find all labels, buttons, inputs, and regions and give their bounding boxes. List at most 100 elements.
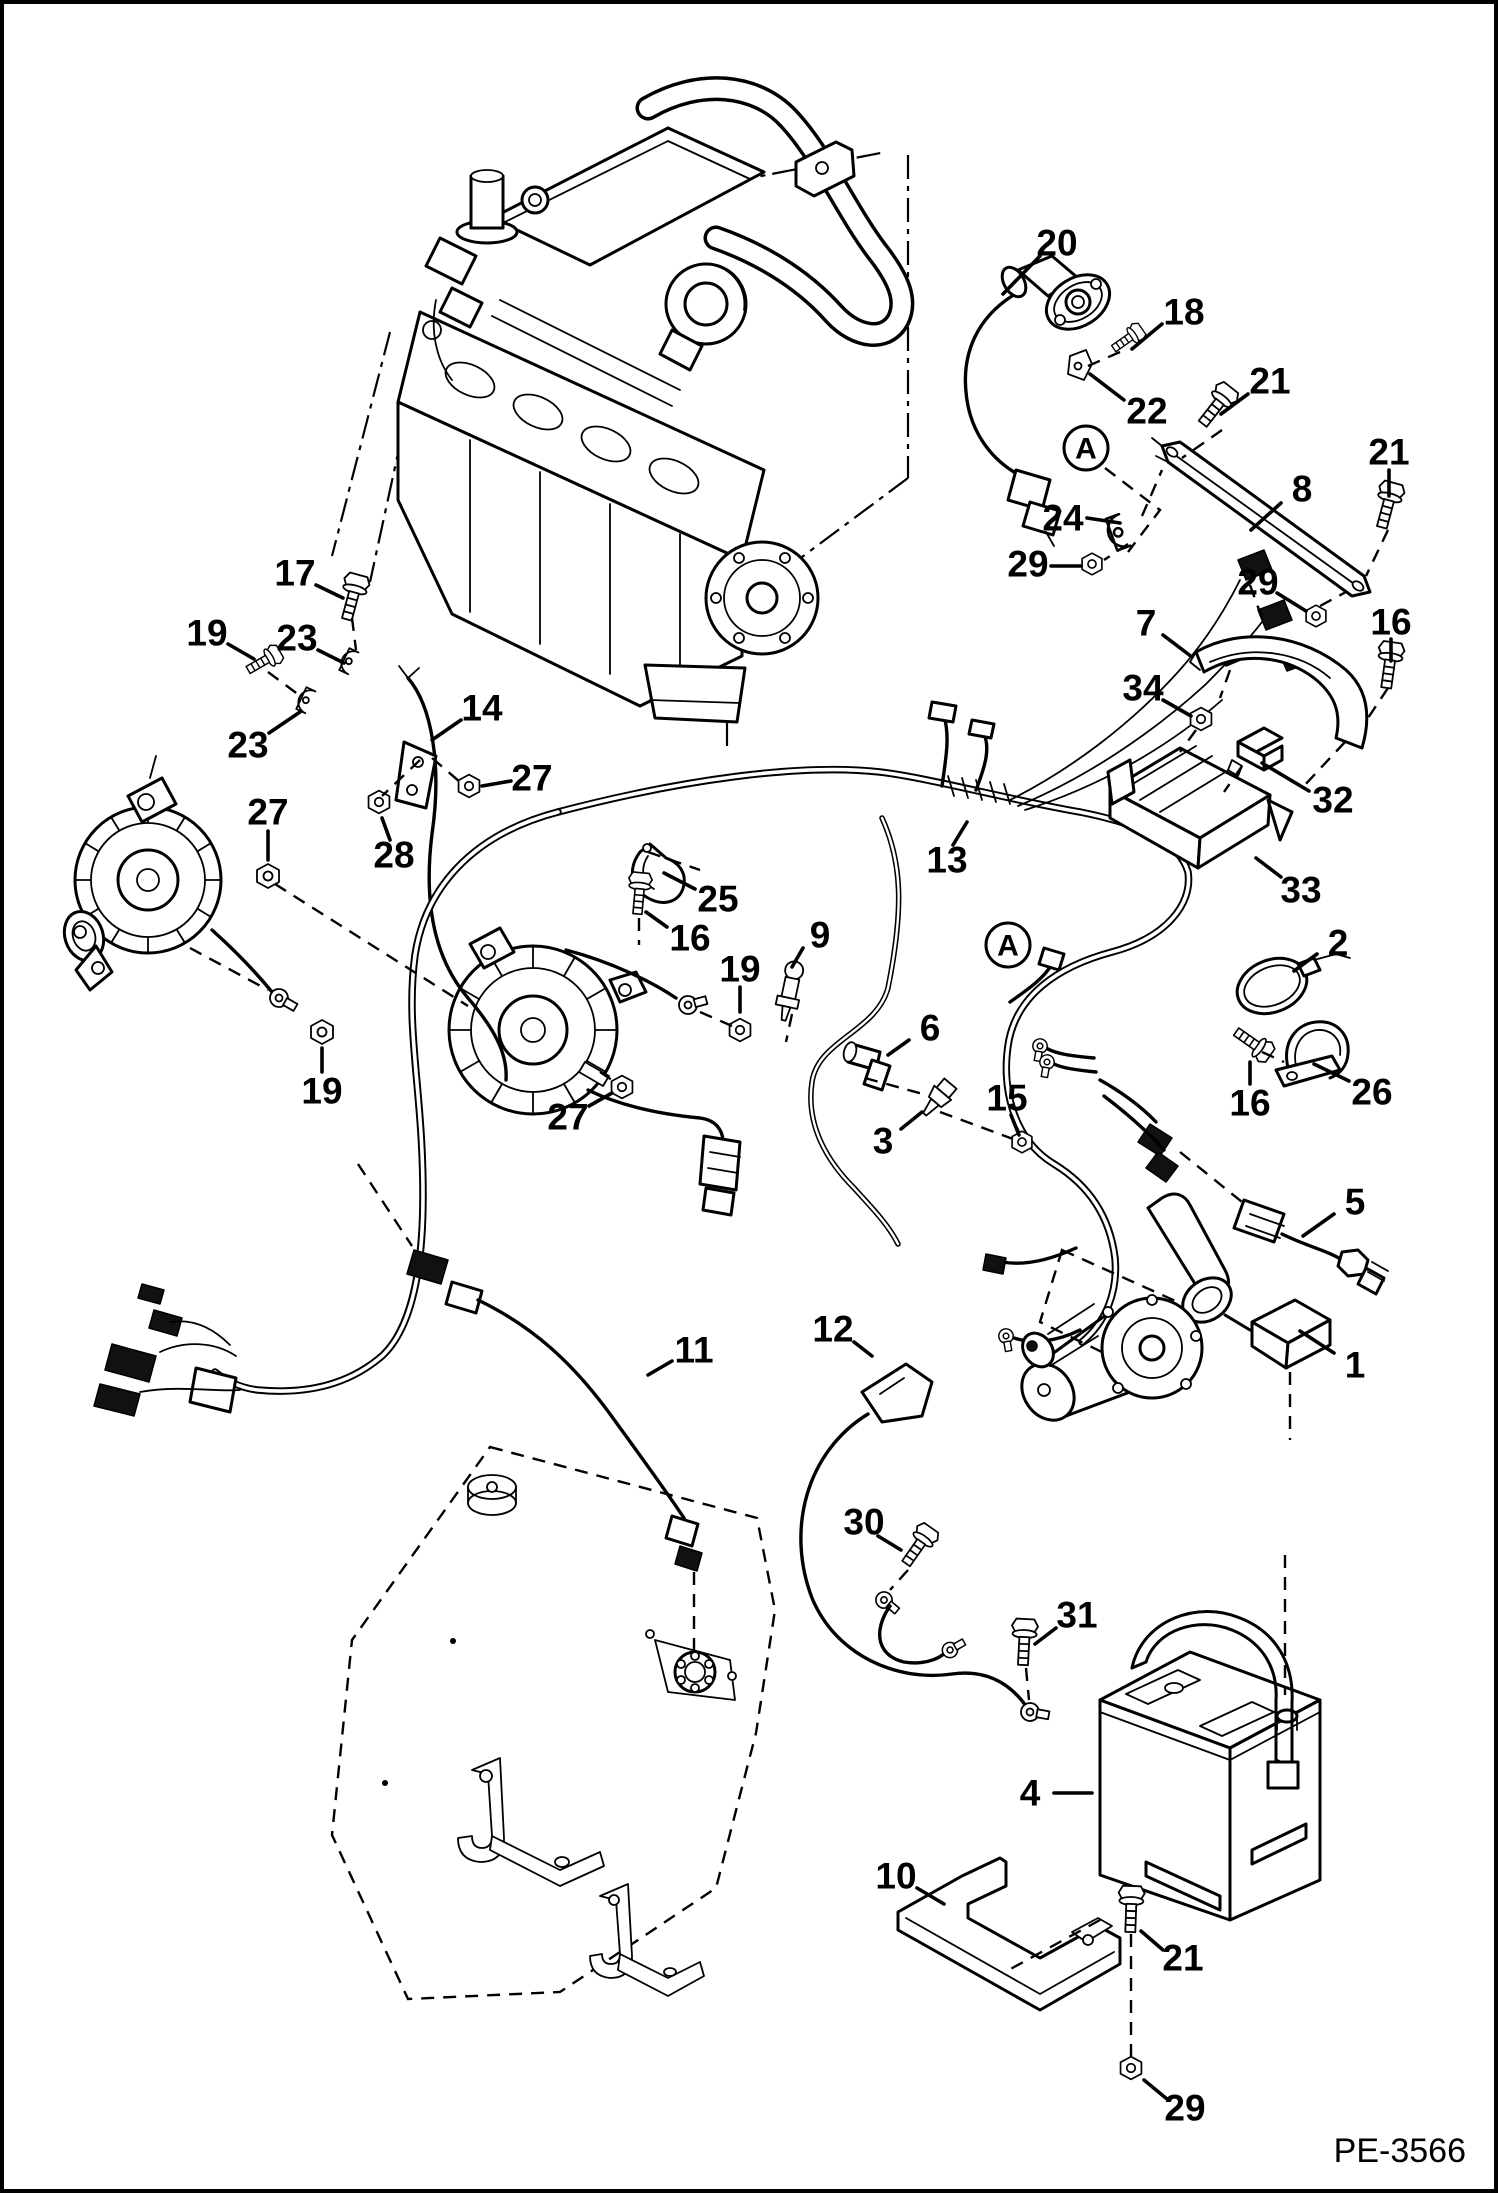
alternator-left (62, 755, 301, 1017)
callout-30-39: 30 (843, 1502, 884, 1543)
callout-leader-6-33 (886, 1038, 911, 1057)
callout-26-16: 26 (1351, 1072, 1392, 1113)
callout-29-44: 29 (1164, 2088, 1205, 2129)
callout-leader-7-9 (1161, 633, 1194, 659)
pigtail-5 (1232, 1198, 1389, 1296)
callout-16-15: 16 (1229, 1083, 1270, 1124)
battery-tray-10 (896, 1856, 1122, 2012)
construction-lines (189, 350, 1390, 2056)
svg-text:A: A (997, 930, 1019, 963)
sensor-3 (922, 1077, 958, 1117)
alternator-plug (698, 1134, 742, 1192)
callout-27-28: 27 (547, 1097, 588, 1138)
bracket-14 (394, 740, 438, 810)
brace-8 (1151, 437, 1372, 598)
jumper-cable-30 (871, 1587, 969, 1665)
engine-assembly (330, 76, 915, 752)
engine-ground-cable (394, 665, 508, 1082)
callout-leader-22-2 (1088, 372, 1126, 402)
artwork-code: PE-3566 (1334, 2132, 1466, 2170)
callout-leader-3-34 (899, 1110, 924, 1131)
clamp-23 (293, 685, 317, 715)
bolt-21 (1116, 1884, 1146, 1934)
nut-34 (1189, 706, 1213, 732)
callout-12-38: 12 (812, 1309, 853, 1350)
battery-cable-12 (799, 1362, 1052, 1726)
callout-27-26: 27 (511, 758, 552, 799)
nut-19 (728, 1017, 752, 1043)
callout-leader-18-1 (1130, 322, 1164, 351)
module-bracket-33 (1106, 726, 1294, 870)
key-switch-1 (1038, 1192, 1332, 1388)
callout-31-40: 31 (1056, 1595, 1097, 1636)
callout-leader-1-18 (1298, 1329, 1336, 1355)
fuel-sender (673, 1650, 717, 1694)
sensor-9 (774, 960, 805, 1022)
callout-4-41: 4 (1020, 1773, 1041, 1814)
callout-21-3: 21 (1249, 361, 1290, 402)
callout-33-13: 33 (1280, 870, 1321, 911)
callout-leader-13-36 (951, 820, 969, 847)
bolt-31 (1009, 1617, 1040, 1667)
detail-marker-A-0: A (1062, 424, 1110, 472)
oil-pan (643, 663, 747, 724)
callout-leader-21-3 (1219, 392, 1250, 416)
mount-bracket (589, 1883, 705, 1997)
callout-23-22: 23 (227, 725, 268, 766)
callout-leader-23-21 (316, 648, 346, 665)
battery-4 (1098, 1609, 1322, 1922)
callout-leader-27-26 (480, 779, 513, 788)
harness-connector (1237, 549, 1273, 581)
callout-19-27: 19 (301, 1071, 342, 1112)
callout-32-12: 32 (1312, 780, 1353, 821)
callout-leader-5-17 (1301, 1212, 1336, 1238)
callout-1-18: 1 (1345, 1345, 1366, 1386)
callout-5-17: 5 (1345, 1182, 1366, 1223)
callout-25-29: 25 (697, 879, 738, 920)
nut-28 (367, 789, 391, 815)
shutoff-solenoid-20 (963, 254, 1112, 547)
callout-leader-16-30 (644, 910, 669, 929)
callout-leader-29-8 (1275, 591, 1308, 613)
callout-21-43: 21 (1162, 1938, 1203, 1979)
callout-10-42: 10 (875, 1856, 916, 1897)
callout-leader-11-37 (646, 1359, 674, 1377)
callout-leader-19-20 (226, 642, 256, 661)
callout-leader-25-29 (662, 871, 697, 891)
callout-23-21: 23 (276, 618, 317, 659)
callout-21-4: 21 (1368, 432, 1409, 473)
callout-11-37: 11 (674, 1330, 713, 1371)
clamp-26 (1274, 1020, 1350, 1088)
detail-marker-A-1: A (984, 921, 1032, 969)
callout-19-20: 19 (186, 613, 227, 654)
callout-leader-17-19 (314, 583, 345, 600)
callout-24-6: 24 (1042, 498, 1084, 539)
bolt-16 (1228, 1021, 1278, 1066)
alternator-center (447, 926, 742, 1217)
callout-3-34: 3 (873, 1121, 894, 1162)
callout-leader-20-0 (1001, 254, 1042, 296)
callout-29-8: 29 (1237, 562, 1278, 603)
callout-27-24: 27 (247, 792, 288, 833)
callout-leader-2-14 (1292, 952, 1319, 973)
svg-text:A: A (1075, 433, 1097, 466)
callout-leader-28-25 (380, 816, 392, 842)
callout-leader-23-22 (267, 710, 302, 735)
callout-leader-10-42 (915, 1886, 946, 1906)
starter-motor (1020, 1294, 1204, 1422)
callout-34-11: 34 (1122, 668, 1164, 709)
callout-leader-15-35 (1009, 1113, 1021, 1137)
callout-leader-21-43 (1139, 1929, 1165, 1952)
nut-29 (1119, 2055, 1143, 2081)
callout-28-25: 28 (373, 835, 414, 876)
callout-14-23: 14 (461, 688, 503, 729)
callout-leader-9-31 (790, 946, 805, 969)
callout-leader-29-44 (1142, 2078, 1169, 2101)
cable-11 (406, 1249, 703, 1572)
callout-leader-26-16 (1312, 1062, 1351, 1083)
callout-9-31: 9 (810, 915, 831, 956)
callout-leader-12-38 (852, 1340, 874, 1358)
